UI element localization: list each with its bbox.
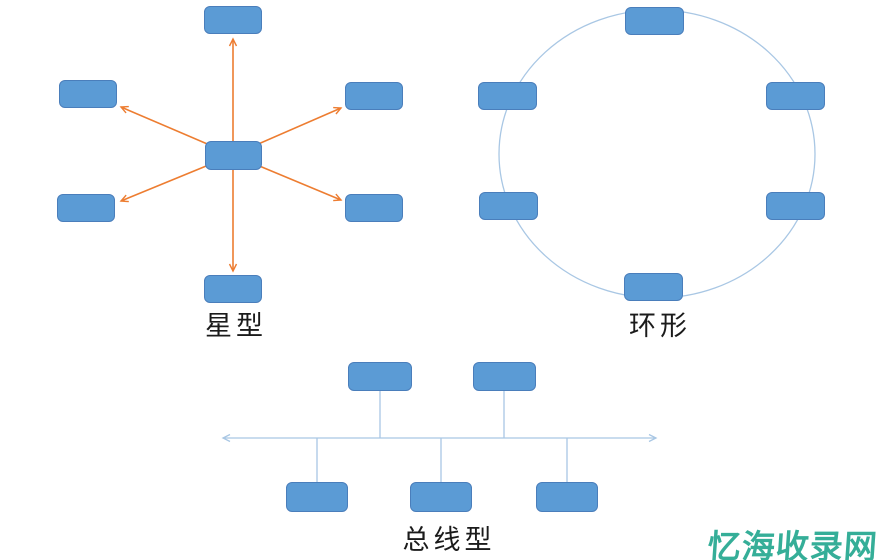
ring-label: 环形 (629, 311, 691, 341)
ring-node-bottom (624, 273, 683, 301)
bus-node-bottom-3 (536, 482, 598, 512)
ring-node-lower-right (766, 192, 825, 220)
star-node-lower-right (345, 194, 403, 222)
star-node-bottom (204, 275, 262, 303)
ring-node-lower-left (479, 192, 538, 220)
watermark: 忆海收录网 (706, 528, 880, 560)
ring-node-upper-left (478, 82, 537, 110)
ring-node-top (625, 7, 684, 35)
ring-circle (498, 9, 816, 299)
star-node-lower-left (57, 194, 115, 222)
star-node-upper-left (59, 80, 117, 108)
bus-node-top-1 (348, 362, 412, 391)
bus-node-bottom-1 (286, 482, 348, 512)
star-center-node (205, 141, 262, 170)
star-label: 星型 (205, 311, 267, 341)
ring-node-upper-right (766, 82, 825, 110)
bus-node-top-2 (473, 362, 536, 391)
star-node-upper-right (345, 82, 403, 110)
bus-label: 总线型 (402, 525, 496, 555)
bus-node-bottom-2 (410, 482, 472, 512)
star-node-top (204, 6, 262, 34)
